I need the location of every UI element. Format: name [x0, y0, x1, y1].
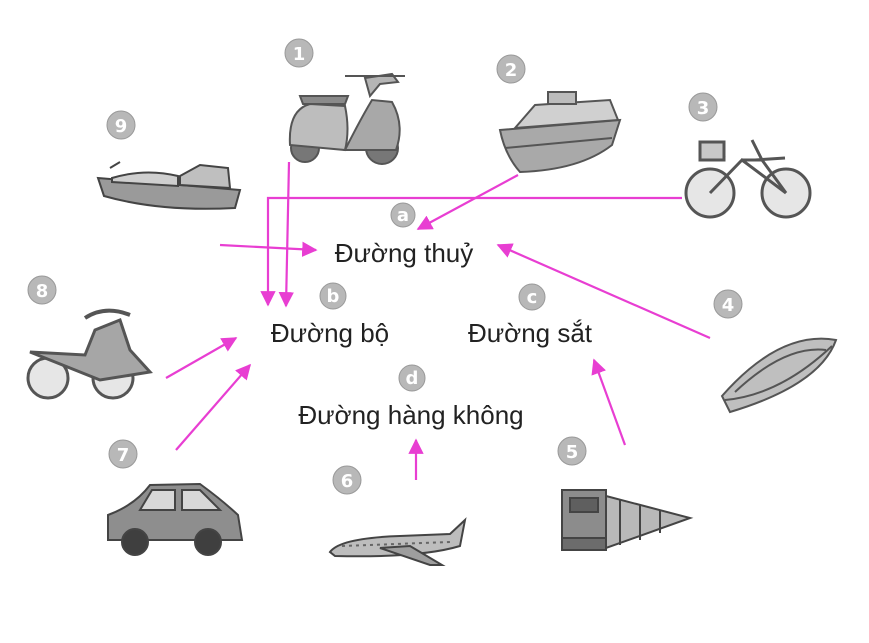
badge-4: 4 — [713, 289, 743, 319]
train-icon — [561, 489, 694, 551]
svg-text:2: 2 — [505, 60, 518, 81]
badge-1: 1 — [284, 38, 314, 68]
arrow-2-to-a — [416, 174, 519, 230]
arrow-9-to-a — [219, 241, 318, 257]
svg-text:9: 9 — [115, 116, 128, 137]
ship-icon — [498, 91, 622, 174]
label-duong-thuy: Đường thuỷ — [335, 238, 474, 268]
badge-b: b — [319, 282, 347, 310]
badge-9: 9 — [106, 110, 136, 140]
arrow-3-to-b — [260, 196, 682, 307]
scooter-icon — [288, 72, 405, 165]
connector-arrows — [165, 161, 711, 480]
svg-text:7: 7 — [117, 445, 130, 466]
badge-2: 2 — [496, 54, 526, 84]
label-duong-hang-khong: Đường hàng không — [298, 400, 523, 430]
svg-text:1: 1 — [293, 44, 306, 65]
boat-icon — [720, 337, 838, 414]
badge-8: 8 — [27, 275, 57, 305]
label-duong-sat: Đường sắt — [468, 318, 593, 348]
arrow-1-to-b — [278, 161, 294, 308]
svg-text:3: 3 — [697, 98, 710, 119]
arrow-8-to-b — [165, 337, 238, 379]
airplane-icon — [328, 517, 467, 566]
badge-7: 7 — [108, 439, 138, 469]
svg-text:b: b — [327, 286, 340, 307]
badge-6: 6 — [332, 465, 362, 495]
arrow-7-to-b — [175, 363, 252, 451]
svg-text:8: 8 — [36, 281, 49, 302]
arrow-4-to-a — [496, 243, 711, 340]
arrow-5-to-c — [591, 358, 627, 446]
svg-text:c: c — [527, 287, 538, 308]
car-icon — [107, 482, 244, 556]
svg-text:6: 6 — [341, 471, 354, 492]
bicycle-icon — [684, 139, 812, 219]
badge-5: 5 — [557, 436, 587, 466]
barge-icon — [96, 161, 242, 210]
label-duong-bo: Đường bộ — [271, 318, 389, 348]
badge-a: a — [390, 202, 416, 228]
svg-text:4: 4 — [722, 295, 735, 316]
badge-3: 3 — [688, 92, 718, 122]
svg-text:d: d — [406, 368, 419, 389]
badge-d: d — [398, 364, 426, 392]
svg-text:a: a — [397, 205, 409, 226]
cyclo-icon — [26, 308, 153, 400]
svg-text:5: 5 — [566, 442, 579, 463]
badge-c: c — [518, 283, 546, 311]
